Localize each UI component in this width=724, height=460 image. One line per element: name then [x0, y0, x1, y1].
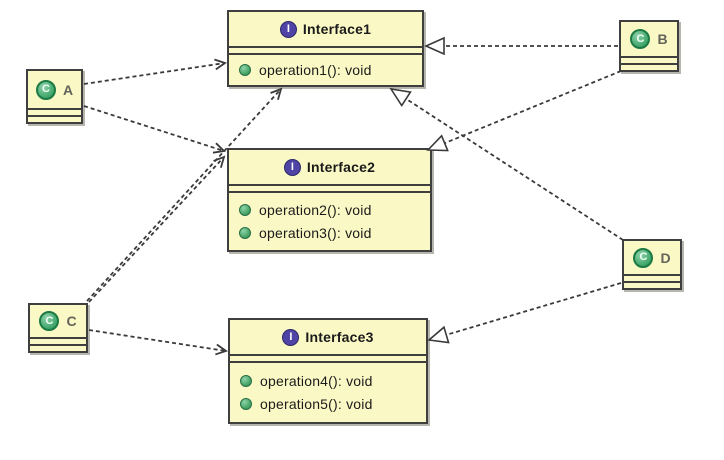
empty-operations-compartment	[624, 283, 680, 288]
interface-name: Interface2	[306, 159, 376, 175]
empty-attributes-compartment	[230, 356, 426, 363]
interface-icon: I	[282, 328, 300, 346]
class-name: D	[660, 249, 671, 266]
interface-icon: I	[283, 158, 301, 176]
empty-attributes-compartment	[621, 58, 677, 65]
edge-realization-D-Interface3[interactable]	[429, 282, 622, 340]
operation-row: operation4(): void	[230, 373, 426, 389]
interface-name: Interface3	[305, 329, 374, 345]
empty-attributes-compartment	[28, 110, 81, 117]
edge-dependency-C-Interface3[interactable]	[88, 329, 226, 351]
operation-label: operation3(): void	[259, 225, 372, 241]
class-icon: C	[633, 247, 654, 268]
operation-icon	[239, 204, 251, 216]
operation-row: operation1(): void	[229, 62, 422, 78]
empty-operations-compartment	[28, 117, 81, 122]
operations-compartment: operation4(): void operation5(): void	[230, 363, 426, 422]
operation-row: operation3(): void	[229, 225, 430, 241]
edge-dependency-A-Interface2[interactable]	[83, 105, 224, 151]
operation-icon	[240, 374, 252, 387]
operation-row: operation5(): void	[230, 396, 426, 412]
edge-realization-B-Interface2[interactable]	[428, 70, 622, 150]
edge-dependency-A-Interface1[interactable]	[83, 63, 225, 85]
operation-row: operation2(): void	[229, 202, 430, 218]
interface-title: I Interface3	[230, 320, 426, 356]
operation-icon	[240, 398, 252, 411]
operation-label: operation4(): void	[260, 372, 373, 389]
interface-node-interface1[interactable]: I Interface1 operation1(): void	[227, 10, 424, 87]
operation-icon	[239, 64, 251, 76]
class-name: A	[62, 81, 74, 98]
edge-dependency-C-Interface2[interactable]	[88, 157, 224, 303]
operation-icon	[239, 227, 251, 239]
operations-compartment: operation1(): void	[229, 55, 422, 85]
empty-attributes-compartment	[624, 276, 680, 283]
class-name: C	[66, 313, 77, 329]
empty-attributes-compartment	[229, 186, 430, 193]
empty-operations-compartment	[30, 346, 86, 351]
interface-icon: I	[279, 20, 297, 38]
interface-node-interface2[interactable]: I Interface2 operation2(): void operation3(…	[227, 148, 432, 252]
interface-title: I Interface1	[229, 12, 422, 48]
interface-name: Interface1	[302, 21, 372, 37]
interface-node-interface3[interactable]: I Interface3 operation4(): void operation5(…	[228, 318, 428, 424]
empty-attributes-compartment	[229, 48, 422, 55]
edge-dependency-C-Interface1[interactable]	[86, 89, 281, 302]
operation-label: operation5(): void	[260, 396, 373, 413]
empty-operations-compartment	[621, 65, 677, 70]
empty-attributes-compartment	[30, 339, 86, 346]
operation-label: operation1(): void	[259, 62, 372, 78]
class-icon: C	[39, 311, 60, 331]
interface-title: I Interface2	[229, 150, 430, 186]
class-icon: C	[630, 29, 651, 49]
operation-label: operation2(): void	[259, 202, 372, 218]
operations-compartment: operation2(): void operation3(): void	[229, 193, 430, 250]
class-name: B	[657, 31, 668, 47]
class-icon: C	[35, 79, 56, 100]
